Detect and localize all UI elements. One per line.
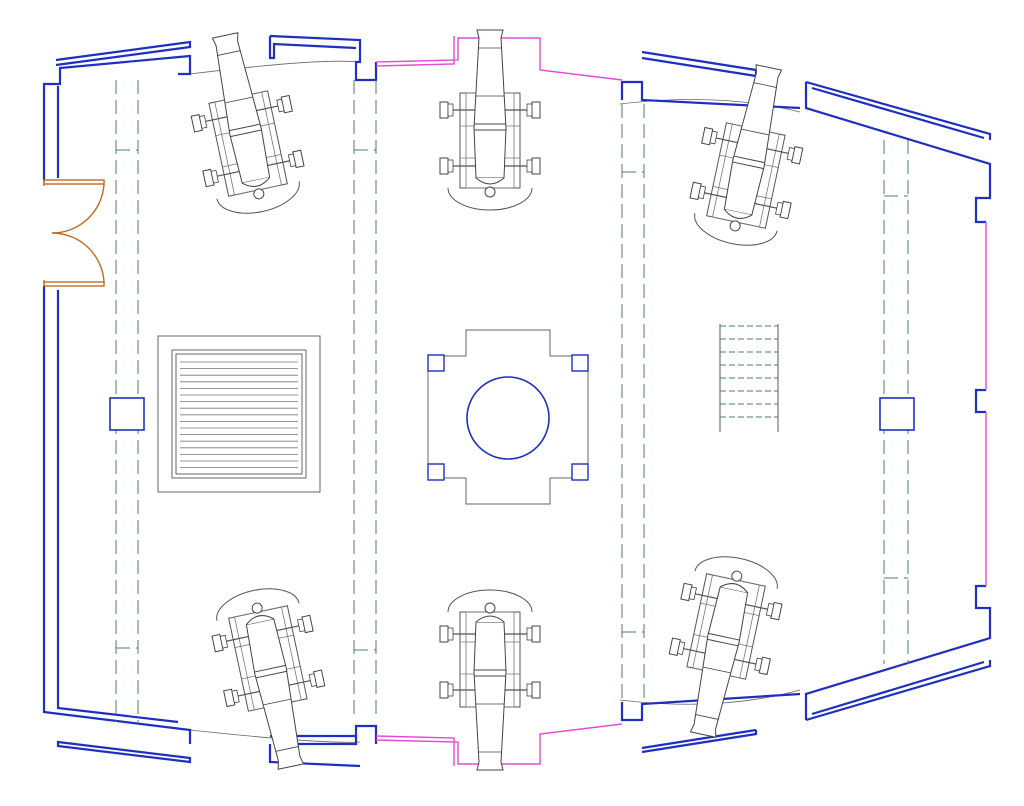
cannon-top-center xyxy=(439,29,541,211)
double-door xyxy=(43,179,105,287)
mast-post-left xyxy=(109,397,145,431)
grated-hatch xyxy=(157,335,321,493)
mast-post-right xyxy=(879,397,915,431)
cannon-bottom-center xyxy=(439,589,541,771)
capstan xyxy=(427,329,589,505)
cannons xyxy=(175,24,819,778)
cannon-top-right xyxy=(681,56,819,255)
cannon-bottom-left xyxy=(203,579,341,778)
cannon-top-left xyxy=(175,24,313,223)
cannon-bottom-right xyxy=(653,547,791,746)
hull-walls xyxy=(42,34,992,768)
ladder xyxy=(719,324,779,432)
